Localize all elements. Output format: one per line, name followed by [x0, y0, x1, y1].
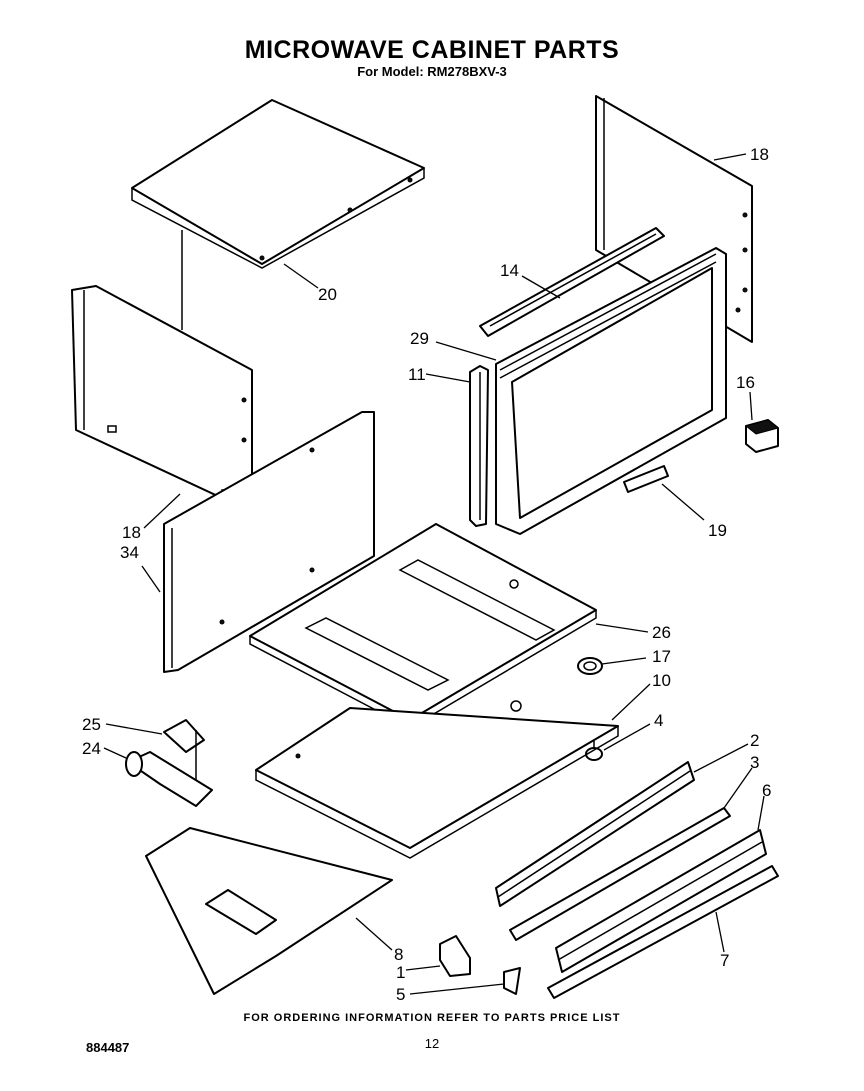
callout-4: 4	[654, 711, 663, 730]
callout-17: 17	[652, 647, 671, 666]
part-2-grille	[495, 761, 695, 907]
page-title: MICROWAVE CABINET PARTS	[244, 36, 620, 64]
callout-6: 6	[762, 781, 771, 800]
part-11-hinge-strip	[469, 365, 489, 527]
callout-11: 11	[408, 365, 426, 384]
callout-7: 7	[720, 951, 729, 970]
document-number: 884487	[86, 1040, 130, 1055]
part-7-bottom-rail	[547, 865, 779, 999]
model-subtitle: For Model: RM278BXV-3	[357, 64, 507, 79]
part-16-bracket	[744, 419, 780, 453]
callout-8: 8	[394, 945, 403, 964]
callout-2: 2	[750, 731, 759, 750]
page-number: 12	[424, 1036, 440, 1051]
callout-18: 18	[750, 145, 769, 164]
part-10-base-pan	[255, 700, 619, 859]
callout-1: 1	[396, 963, 405, 982]
callout-24: 24	[82, 739, 101, 758]
part-20-top-cover	[131, 99, 425, 330]
callout-3: 3	[750, 753, 759, 772]
part-5-latch	[503, 967, 521, 995]
part-29-front-frame	[495, 247, 727, 535]
leader-lines	[103, 153, 765, 995]
callout-20: 20	[318, 285, 337, 304]
part-14-vent-strip	[479, 227, 665, 337]
callout-16: 16	[736, 373, 755, 392]
callout-10: 10	[652, 671, 671, 690]
callout-18-left: 18	[122, 523, 141, 542]
callout-34: 34	[120, 543, 139, 562]
part-1-clip	[439, 935, 471, 977]
callout-26: 26	[652, 623, 671, 642]
part-19-label	[623, 465, 669, 493]
part-3-trim	[509, 807, 731, 941]
callout-19: 19	[708, 521, 727, 540]
part-left-side-panel	[71, 285, 253, 513]
ordering-note: FOR ORDERING INFORMATION REFER TO PARTS …	[243, 1012, 621, 1024]
part-17-grommet	[577, 657, 603, 675]
callout-25: 25	[82, 715, 101, 734]
part-8-bottom-panel	[145, 827, 393, 995]
part-24-duct	[125, 751, 213, 807]
callout-5: 5	[396, 985, 405, 1004]
callout-29: 29	[410, 329, 429, 348]
part-6-front-rail	[555, 829, 767, 973]
part-34-rear-panel	[163, 411, 375, 673]
callout-14: 14	[500, 261, 519, 280]
